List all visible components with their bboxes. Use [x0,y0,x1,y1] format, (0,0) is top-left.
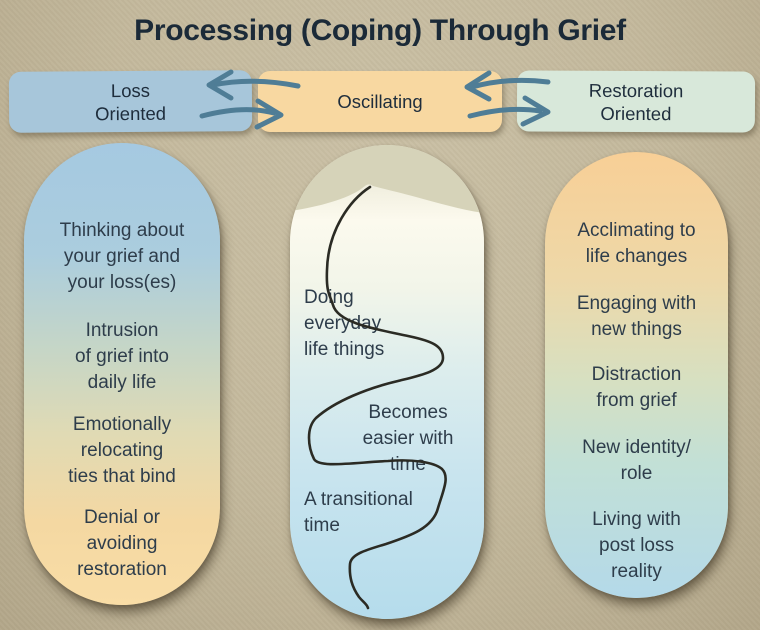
header-box-restoration-oriented: Restoration Oriented [516,70,756,133]
loss-item: Emotionally relocating ties that bind [68,414,176,487]
pill-oscillating: Doing everyday life things Becomes easie… [290,145,484,619]
dome-shape [290,145,484,213]
winding-path-icon [307,185,447,610]
restoration-item: Engaging with new things [576,293,697,340]
pill-loss-oriented: Thinking about your grief and your loss(… [24,143,220,605]
loss-item: Thinking about your grief and your loss(… [59,220,185,293]
restoration-item: New identity/ role [582,437,691,484]
header-label-restoration-oriented: Restoration Oriented [588,79,684,124]
page-title: Processing (Coping) Through Grief [134,14,626,47]
restoration-item: Distraction from grief [591,364,682,411]
header-label-oscillating: Oscillating [337,91,423,112]
header-label-loss-oriented: Loss Oriented [95,79,167,124]
loss-item: Denial or avoiding restoration [77,507,167,580]
oscillating-item: Doing everyday life things [304,287,385,360]
pill-restoration-oriented: Acclimating to life changes Engaging wit… [545,152,728,598]
loss-item: Intrusion of grief into daily life [75,320,169,393]
oscillating-item: A transitional time [304,489,413,536]
header-box-loss-oriented: Loss Oriented [8,70,253,133]
restoration-item: Acclimating to life changes [577,220,696,267]
header-box-oscillating: Oscillating [258,71,502,132]
restoration-item: Living with post loss reality [592,509,681,582]
